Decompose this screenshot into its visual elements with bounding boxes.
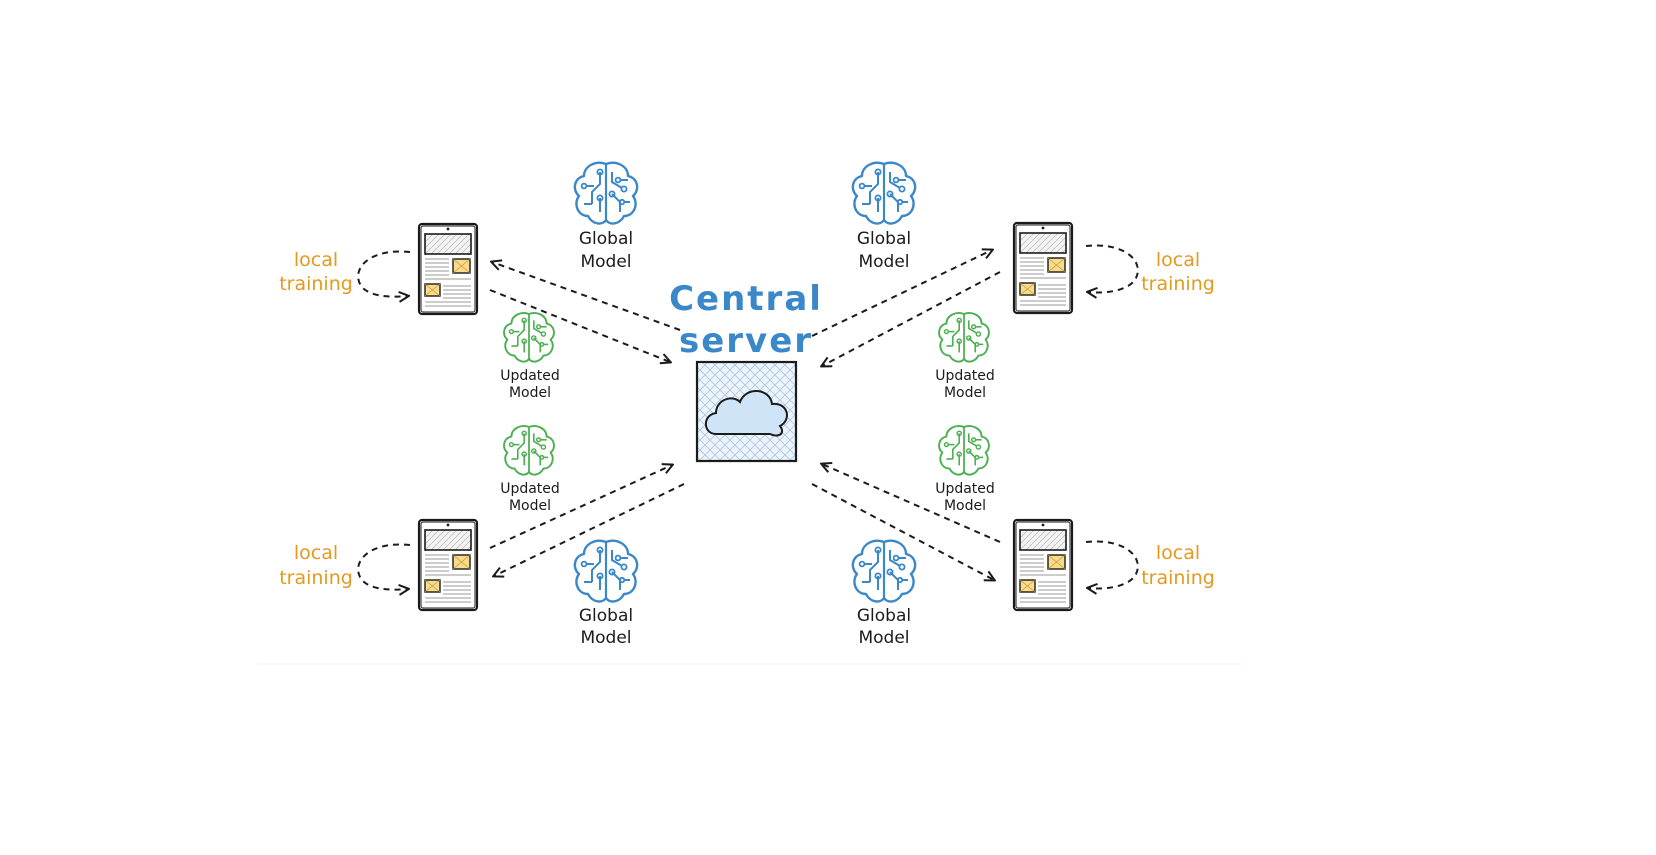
- updated-model-bottom-right: [938, 425, 990, 476]
- brain-icon: [503, 312, 555, 363]
- cloud-icon: [704, 390, 788, 437]
- brain-icon: [851, 539, 917, 603]
- global-model-bottom-left-line2: Model: [580, 628, 631, 648]
- global-model-bottom-left: [573, 539, 639, 603]
- updated-model-top-right-line1: Updated: [935, 368, 995, 384]
- brain-icon: [938, 312, 990, 363]
- global-model-top-right-line2: Model: [858, 252, 909, 272]
- local-training-top-right-line1: local: [1156, 249, 1200, 271]
- arrow-server-to-bottom-left: [494, 483, 685, 576]
- updated-model-bottom-left-line2: Model: [509, 498, 551, 514]
- updated-model-top-left: [503, 312, 555, 363]
- client-bottom-left-tablet-icon: [417, 518, 479, 612]
- brain-icon: [938, 425, 990, 476]
- global-model-top-left-line2: Model: [580, 252, 631, 272]
- local-training-top-left-line1: local: [294, 249, 338, 271]
- global-model-top-left-line1: Global: [579, 229, 633, 249]
- arrow-bottom-left-to-server: [489, 465, 672, 549]
- local-training-top-left-line2: training: [279, 273, 353, 295]
- client-bottom-right-tablet-icon: [1012, 518, 1074, 612]
- loop-arrow-top-right: [1086, 244, 1139, 292]
- loop-arrow-bottom-right: [1086, 540, 1139, 588]
- central-server-title-line1: Central: [669, 279, 823, 319]
- local-training-bottom-left-line1: local: [294, 542, 338, 564]
- arrow-top-left-to-server: [489, 289, 670, 362]
- arrow-top-right-to-server: [822, 271, 1001, 366]
- global-model-bottom-right: [851, 539, 917, 603]
- client-top-right-tablet-icon: [1012, 221, 1074, 315]
- updated-model-bottom-left-line1: Updated: [500, 481, 560, 497]
- updated-model-top-left-line1: Updated: [500, 368, 560, 384]
- updated-model-top-right-line2: Model: [944, 385, 986, 401]
- central-server-title-line2: server: [679, 321, 813, 361]
- updated-model-top-left-line2: Model: [509, 385, 551, 401]
- global-model-bottom-right-line1: Global: [857, 606, 911, 626]
- local-training-bottom-left-line2: training: [279, 567, 353, 589]
- brain-icon: [851, 161, 917, 225]
- updated-model-bottom-right-line1: Updated: [935, 481, 995, 497]
- arrow-server-to-top-left: [492, 262, 681, 331]
- brain-icon: [503, 425, 555, 476]
- loop-arrow-top-left: [357, 250, 410, 296]
- local-training-bottom-left-line1-r: local: [1156, 542, 1200, 564]
- updated-model-bottom-right-line2: Model: [944, 498, 986, 514]
- global-model-top-left: [573, 161, 639, 225]
- brain-icon: [573, 161, 639, 225]
- central-server: Central server: [669, 279, 823, 463]
- local-training-top-right-line2: training: [1141, 273, 1215, 295]
- updated-model-top-right: [938, 312, 990, 363]
- updated-model-bottom-left: [503, 425, 555, 476]
- global-model-top-right-line1: Global: [857, 229, 911, 249]
- global-model-bottom-left-line1: Global: [579, 606, 633, 626]
- local-training-bottom-right-line2: training: [1141, 567, 1215, 589]
- loop-arrow-bottom-left: [357, 543, 410, 589]
- arrow-server-to-bottom-right: [811, 483, 994, 580]
- brain-icon: [573, 539, 639, 603]
- client-top-left-tablet-icon: [417, 222, 479, 316]
- global-model-bottom-right-line2: Model: [858, 628, 909, 648]
- global-model-top-right: [851, 161, 917, 225]
- arrow-server-to-top-right: [811, 250, 992, 337]
